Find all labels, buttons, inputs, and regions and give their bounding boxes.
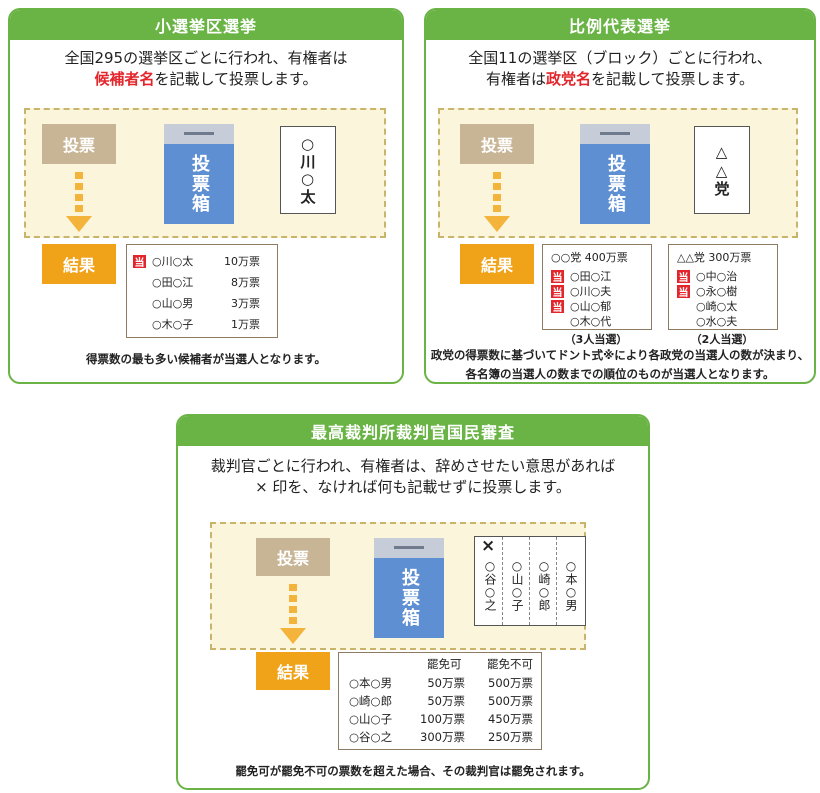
result-label: 結果 xyxy=(256,652,330,690)
vote-label: 投票 xyxy=(42,124,116,164)
panel-note: 得票数の最も多い候補者が当選人となります。 xyxy=(85,352,326,366)
ballot-box: 投票箱 xyxy=(374,558,444,638)
panel-title: 比例代表選挙 xyxy=(426,10,814,40)
judge-name: ○本○男 xyxy=(564,559,578,611)
x-mark-icon: × xyxy=(481,536,496,556)
party-header: △△党 300万票 xyxy=(677,251,752,264)
table-cell-not-dismiss: 250万票 xyxy=(488,730,533,744)
arrow-dots xyxy=(75,172,83,216)
ballot-divider xyxy=(529,537,530,625)
table-cell-dismiss: 100万票 xyxy=(420,712,465,726)
down-arrow-icon xyxy=(484,216,510,232)
winner-badge: 当 xyxy=(551,269,564,284)
candidate-ballot: ○川○太 xyxy=(280,126,336,214)
party-member: 当○川○夫 xyxy=(551,284,612,299)
winner-badge: 当 xyxy=(133,254,146,269)
table-cell-name: ○谷○之 xyxy=(349,730,393,744)
ballot-divider xyxy=(502,537,503,625)
ballot-box-slot xyxy=(184,132,214,135)
result-label: 結果 xyxy=(460,244,534,284)
winner-badge: 当 xyxy=(677,269,690,284)
result-row: 当 ○川○太 10万票 xyxy=(133,254,260,269)
table-cell-not-dismiss: 500万票 xyxy=(488,676,533,690)
party-list-box: △△党 300万票 当○中○治 当○永○樹 ○崎○太 ○水○夫 xyxy=(668,244,778,330)
arrow-dots xyxy=(493,172,501,216)
ballot-box-slot xyxy=(394,546,424,549)
table-cell-name: ○崎○郎 xyxy=(349,694,393,708)
panel-note: 政党の得票数に基づいてドント式※により各政党の当選人の数が決まり、 各名簿の当選… xyxy=(430,348,810,381)
judge-name: ○谷○之 xyxy=(483,559,497,611)
party-list-box: ○○党 400万票 当○田○江 当○川○夫 当○山○郁 ○木○代 xyxy=(542,244,652,330)
winner-badge: 当 xyxy=(677,284,690,299)
result-row: ○田○江 8万票 xyxy=(152,276,260,289)
panel-note: 罷免可が罷免不可の票数を超えた場合、その裁判官は罷免されます。 xyxy=(235,764,591,778)
ballot-divider xyxy=(556,537,557,625)
judicial-review-panel: 最高裁判所裁判官国民審査 裁判官ごとに行われ、有権者は、辞めさせたい意思があれば… xyxy=(176,414,650,790)
judge-name: ○崎○郎 xyxy=(537,559,551,611)
panel-title: 小選挙区選挙 xyxy=(10,10,402,40)
ballot-box: 投票箱 xyxy=(580,144,650,224)
table-cell-dismiss: 50万票 xyxy=(427,676,465,690)
party-ballot: △△党 xyxy=(694,126,750,214)
down-arrow-icon xyxy=(66,216,92,232)
panel-description: 裁判官ごとに行われ、有権者は、辞めさせたい意思があれば × 印を、なければ何も記… xyxy=(210,457,616,496)
panel-description: 全国11の選挙区（ブロック）ごとに行われ、 有権者は政党名を記載して投票します。 xyxy=(468,49,772,88)
down-arrow-icon xyxy=(280,628,306,644)
review-results-table: 罷免可 罷免不可 ○本○男 50万票 500万票 ○崎○郎 50万票 500万票… xyxy=(338,652,542,750)
table-cell-dismiss: 50万票 xyxy=(427,694,465,708)
party-member: ○木○代 xyxy=(570,315,612,328)
party-caption: （3人当選） xyxy=(564,333,628,346)
arrow-dots xyxy=(289,584,297,628)
column-header-dismiss: 罷免可 xyxy=(427,657,462,671)
party-member: ○水○夫 xyxy=(696,315,738,328)
review-ballot: × ○谷○之 ○山○子 ○崎○郎 ○本○男 xyxy=(474,536,586,626)
party-member: 当○山○郁 xyxy=(551,299,612,314)
winner-badge: 当 xyxy=(551,299,564,314)
judge-name: ○山○子 xyxy=(510,559,524,611)
table-cell-dismiss: 300万票 xyxy=(420,730,465,744)
table-cell-name: ○本○男 xyxy=(349,676,393,690)
result-label: 結果 xyxy=(42,244,116,284)
results-box: 当 ○川○太 10万票 ○田○江 8万票 ○山○男 3万票 ○木○子 1万票 xyxy=(126,244,278,338)
table-cell-not-dismiss: 500万票 xyxy=(488,694,533,708)
table-cell-name: ○山○子 xyxy=(349,712,393,726)
column-header-not-dismiss: 罷免不可 xyxy=(487,657,533,671)
result-row: ○木○子 1万票 xyxy=(152,318,260,331)
panel-title: 最高裁判所裁判官国民審査 xyxy=(178,416,648,446)
party-caption: （2人当選） xyxy=(690,333,754,346)
party-member: ○崎○太 xyxy=(696,300,738,313)
panel-description: 全国295の選挙区ごとに行われ、有権者は 候補者名を記載して投票します。 xyxy=(64,49,348,88)
single-seat-panel: 小選挙区選挙 全国295の選挙区ごとに行われ、有権者は 候補者名を記載して投票し… xyxy=(8,8,404,384)
party-member: 当○田○江 xyxy=(551,269,612,284)
party-member: 当○中○治 xyxy=(677,269,738,284)
ballot-box-slot xyxy=(600,132,630,135)
vote-label: 投票 xyxy=(256,538,330,576)
party-member: 当○永○樹 xyxy=(677,284,738,299)
party-header: ○○党 400万票 xyxy=(551,251,628,264)
winner-badge: 当 xyxy=(551,284,564,299)
table-cell-not-dismiss: 450万票 xyxy=(488,712,533,726)
proportional-panel: 比例代表選挙 全国11の選挙区（ブロック）ごとに行われ、 有権者は政党名を記載し… xyxy=(424,8,816,384)
result-row: ○山○男 3万票 xyxy=(152,297,260,310)
vote-label: 投票 xyxy=(460,124,534,164)
ballot-box: 投票箱 xyxy=(164,144,234,224)
